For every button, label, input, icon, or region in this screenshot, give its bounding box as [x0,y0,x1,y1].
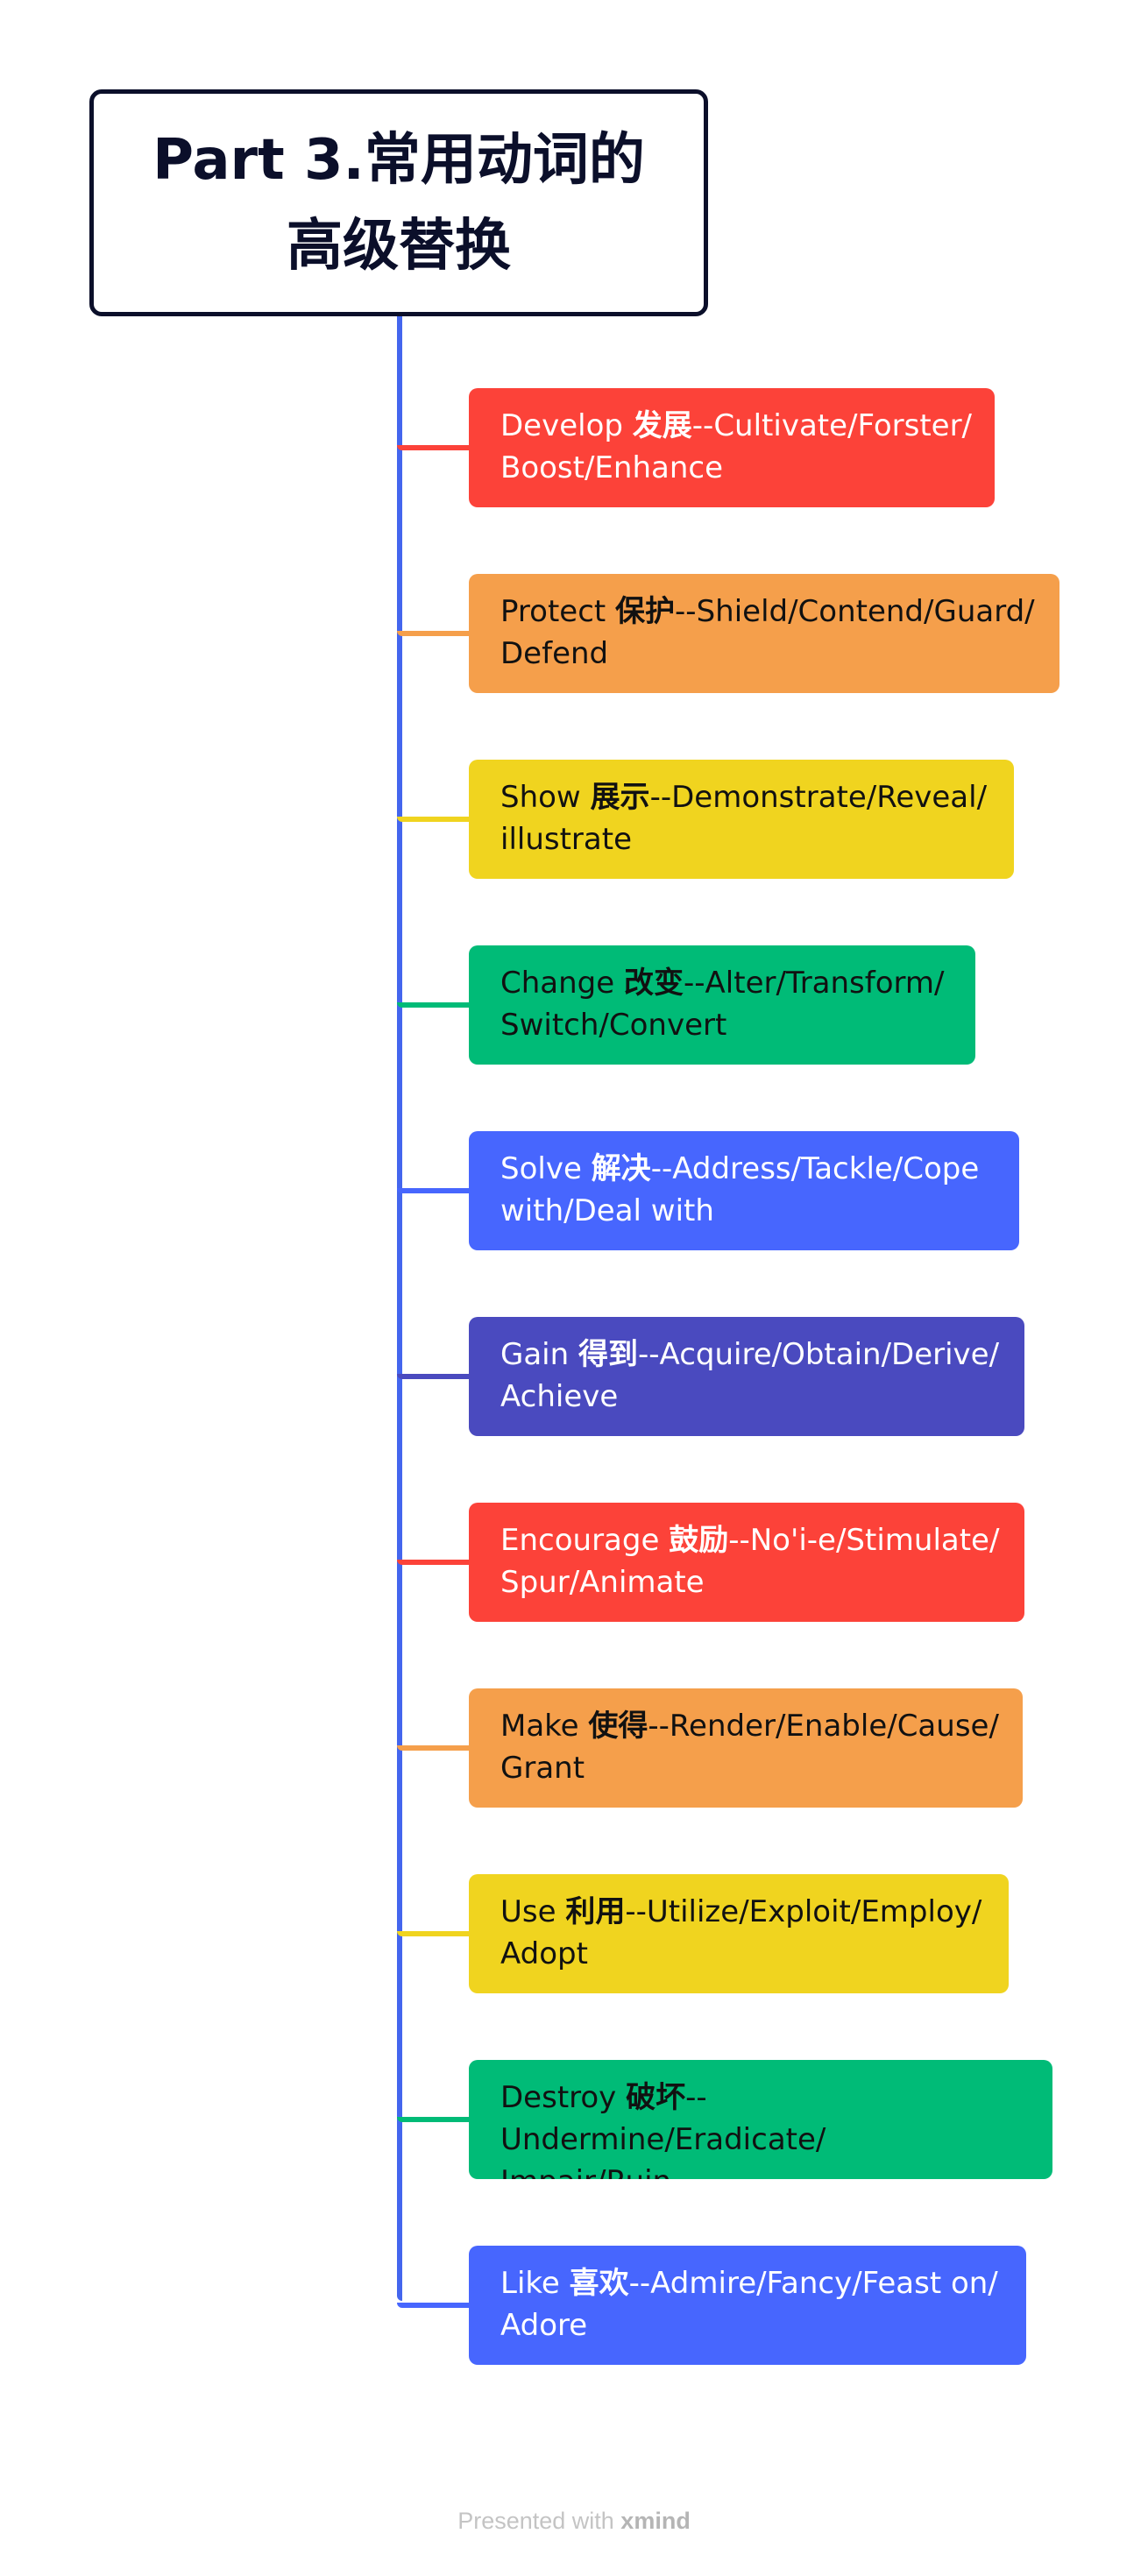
topic-word: Protect [500,594,606,629]
root-title: Part 3.常用动词的 高级替换 [152,127,645,279]
topic-line-1: Solve 解决--Address/Tackle/Cope [500,1148,998,1190]
topic-synonyms: --No'i-e/Stimulate/ [728,1523,1000,1558]
topic-word: Like [500,2266,560,2301]
branch-connector [397,445,469,450]
topic-line-1: Gain 得到--Acquire/Obtain/Derive/ [500,1334,1003,1376]
topic-synonyms: --Alter/Transform/ [684,966,945,1001]
branch-connector [397,817,469,822]
topic-line-1: Encourage 鼓励--No'i-e/Stimulate/ [500,1519,1003,1561]
footer: Presented with xmind [0,2508,1148,2535]
topic-line-2: Adopt [500,1936,588,1971]
topic-word: Change [500,966,615,1001]
topic-word: Make [500,1709,579,1744]
branch-connector [397,1002,469,1008]
topic-word: Encourage [500,1523,660,1558]
topic-line-2: Switch/Convert [500,1008,727,1043]
topic-node-change[interactable]: Change 改变--Alter/Transform/Switch/Conver… [469,945,975,1065]
topic-chinese: 使得 [588,1709,648,1744]
topic-chinese: 保护 [615,594,676,629]
topic-line-2: illustrate [500,822,632,857]
topic-line-2: Boost/Enhance [500,450,724,485]
topic-chinese: 利用 [565,1894,626,1929]
topic-line-2: Defend [500,636,609,671]
topic-chinese: 改变 [624,966,684,1001]
topic-synonyms: --Acquire/Obtain/Derive/ [638,1337,1000,1372]
topic-line-2: Adore [500,2308,588,2343]
topic-word: Show [500,780,581,815]
branch-connector [397,2117,469,2122]
topic-chinese: 得到 [578,1337,638,1372]
topic-synonyms: --Render/Enable/Cause/ [648,1709,999,1744]
topic-synonyms: --Address/Tackle/Cope [650,1151,980,1186]
topic-node-use[interactable]: Use 利用--Utilize/Exploit/Employ/Adopt [469,1874,1009,1993]
topic-chinese: 解决 [591,1151,651,1186]
topic-line-1: Develop 发展--Cultivate/Forster/ [500,405,974,447]
topic-line-2: Spur/Animate [500,1565,705,1600]
trunk-connector [397,316,402,2301]
topic-synonyms: --Utilize/Exploit/Employ/ [625,1894,982,1929]
branch-connector [397,1560,469,1565]
topic-word: Gain [500,1337,570,1372]
footer-prefix: Presented with [457,2508,621,2534]
topic-node-like[interactable]: Like 喜欢--Admire/Fancy/Feast on/Adore [469,2246,1026,2365]
topic-node-encourage[interactable]: Encourage 鼓励--No'i-e/Stimulate/Spur/Anim… [469,1503,1024,1622]
topic-chinese: 破坏 [626,2080,686,2115]
topic-chinese: 展示 [590,780,650,815]
topic-line-1: Protect 保护--Shield/Contend/Guard/ [500,591,1038,633]
topic-chinese: 发展 [632,408,692,443]
topic-line-1: Like 喜欢--Admire/Fancy/Feast on/ [500,2262,1005,2304]
topic-line-1: Destroy 破坏--Undermine/Eradicate/ [500,2077,1031,2161]
topic-line-1: Use 利用--Utilize/Exploit/Employ/ [500,1891,988,1933]
branch-connector [397,2303,469,2308]
topic-synonyms: --Admire/Fancy/Feast on/ [628,2266,998,2301]
topic-node-show[interactable]: Show 展示--Demonstrate/Reveal/illustrate [469,760,1014,879]
topic-line-1: Show 展示--Demonstrate/Reveal/ [500,776,993,818]
topic-line-2: Impair/Ruin [500,2161,1031,2179]
topic-line-2: Grant [500,1751,585,1786]
topic-chinese: 鼓励 [669,1523,729,1558]
topic-synonyms: --Shield/Contend/Guard/ [675,594,1035,629]
topic-word: Develop [500,408,623,443]
topic-synonyms: --Undermine/Eradicate/ [500,2080,826,2157]
branch-connector [397,1745,469,1751]
branch-connector [397,1374,469,1379]
topic-synonyms: --Demonstrate/Reveal/ [649,780,988,815]
topic-node-make[interactable]: Make 使得--Render/Enable/Cause/Grant [469,1688,1023,1808]
topic-word: Destroy [500,2080,617,2115]
xmind-logo[interactable]: xmind [620,2508,691,2534]
topic-chinese: 喜欢 [569,2266,629,2301]
topic-node-destroy[interactable]: Destroy 破坏--Undermine/Eradicate/Impair/R… [469,2060,1052,2179]
topic-line-1: Change 改变--Alter/Transform/ [500,962,954,1004]
topic-line-2: with/Deal with [500,1193,714,1228]
topic-word: Use [500,1894,556,1929]
branch-connector [397,631,469,636]
topic-node-protect[interactable]: Protect 保护--Shield/Contend/Guard/Defend [469,574,1059,693]
topic-line-2: Achieve [500,1379,619,1414]
branch-connector [397,1931,469,1936]
topic-node-develop[interactable]: Develop 发展--Cultivate/Forster/Boost/Enha… [469,388,995,507]
topic-word: Solve [500,1151,582,1186]
topic-node-gain[interactable]: Gain 得到--Acquire/Obtain/Derive/Achieve [469,1317,1024,1436]
topic-line-1: Make 使得--Render/Enable/Cause/ [500,1705,1002,1747]
topic-synonyms: --Cultivate/Forster/ [691,408,973,443]
branch-connector [397,1188,469,1193]
root-topic[interactable]: Part 3.常用动词的 高级替换 [89,89,708,316]
